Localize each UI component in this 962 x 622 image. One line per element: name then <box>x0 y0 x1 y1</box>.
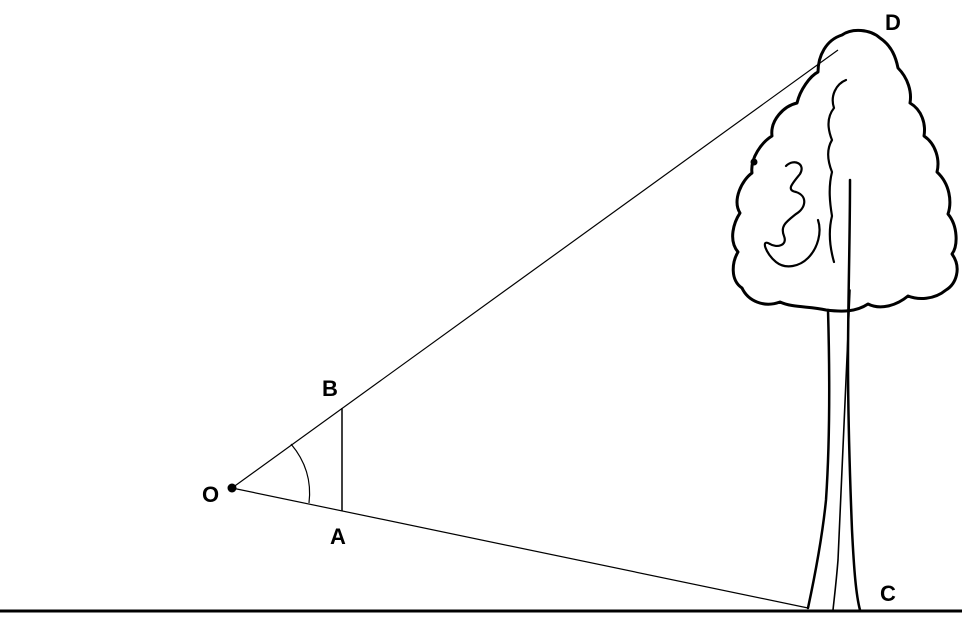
sight-line-od <box>231 49 839 489</box>
label-d: D <box>885 10 901 35</box>
label-b: B <box>322 376 338 401</box>
tree-canopy <box>731 29 959 313</box>
tree-swirl <box>763 161 821 268</box>
tree-trunk-right <box>846 178 862 612</box>
tree-trunk-center <box>832 289 851 611</box>
label-c: C <box>880 581 896 606</box>
tree-icon <box>731 29 959 612</box>
tree-trunk-left <box>806 308 831 610</box>
line-oc <box>231 487 809 609</box>
canopy-point <box>750 158 758 166</box>
label-a: A <box>330 524 346 549</box>
label-o: O <box>202 482 219 507</box>
point-o <box>227 483 237 493</box>
tree-inner-branch <box>827 78 848 264</box>
angle-arc <box>290 443 311 504</box>
